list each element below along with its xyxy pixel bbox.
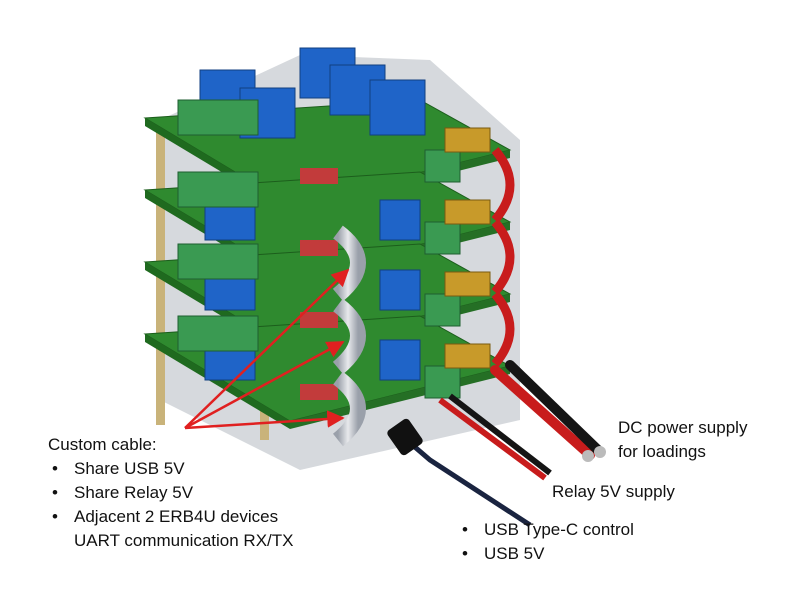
dc-power-line-1: DC power supply <box>618 418 748 437</box>
custom-cable-label: Custom cable: Share USB 5V Share Relay 5… <box>48 433 294 553</box>
outgoing-cables <box>387 360 606 528</box>
custom-cable-bullet: Share Relay 5V <box>48 481 294 505</box>
relay-cable-red <box>438 397 547 481</box>
usb-label: USB Type-C control USB 5V <box>458 518 634 566</box>
dc-power-line-2: for loadings <box>618 442 706 461</box>
dc-jacks <box>444 127 491 369</box>
arrow-3 <box>184 410 345 430</box>
custom-cable-bullet-cont: UART communication RX/TX <box>74 531 294 550</box>
arrow-2 <box>184 340 345 430</box>
custom-cable-bullet: Adjacent 2 ERB4U devices <box>48 505 294 529</box>
custom-cable-title: Custom cable: <box>48 435 157 454</box>
dc-power-label: DC power supply for loadings <box>618 416 747 464</box>
usb-connector <box>387 418 423 456</box>
dc-cable-red <box>490 365 595 460</box>
usb-bullet: USB 5V <box>458 542 634 566</box>
usb-bullets: USB Type-C control USB 5V <box>458 518 634 566</box>
terminal-blocks <box>177 99 461 399</box>
annotation-arrows <box>184 268 350 430</box>
dc-cable-black <box>505 360 605 457</box>
relay-supply-label: Relay 5V supply <box>552 482 675 501</box>
arrow-1 <box>184 268 350 429</box>
red-connectors <box>300 168 338 400</box>
power-loops <box>491 147 515 367</box>
custom-cable-bullets: Share USB 5V Share Relay 5V Adjacent 2 E… <box>48 457 294 529</box>
relay-cable-black <box>448 393 552 476</box>
relay-bank <box>199 47 426 381</box>
usb-bullet: USB Type-C control <box>458 518 634 542</box>
custom-ribbon-cables <box>332 225 366 447</box>
custom-cable-bullet: Share USB 5V <box>48 457 294 481</box>
